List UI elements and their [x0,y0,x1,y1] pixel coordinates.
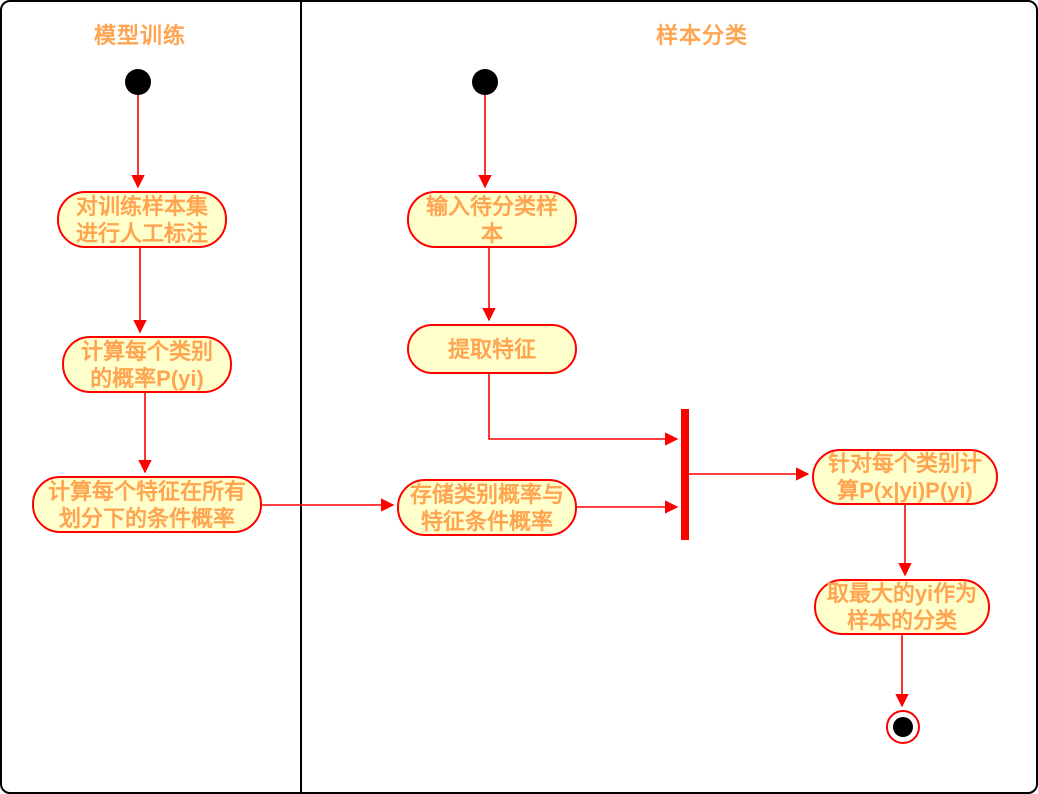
activity-annotate-training-set: 对训练样本集 进行人工标注 [57,191,227,248]
activity-extract-features: 提取特征 [407,324,577,374]
activity-store-probabilities: 存储类别概率与 特征条件概率 [397,479,577,536]
activity-pick-max-class: 取最大的yi作为 样本的分类 [814,579,990,635]
final-node [886,710,920,744]
activity-calc-conditional-probability: 计算每个特征在所有 划分下的条件概率 [32,476,262,533]
lane-title-training: 模型训练 [93,23,186,48]
lane-title-classification: 样本分类 [655,23,748,48]
join-synchronization-bar [681,409,689,540]
initial-node-training [125,69,151,95]
activity-input-sample: 输入待分类样 本 [407,191,577,248]
activity-calc-posterior: 针对每个类别计 算P(x|yi)P(yi) [812,449,998,505]
initial-node-classification [472,69,498,95]
edge-extract-to-join [488,374,679,446]
final-node-core [893,717,913,737]
activity-calc-class-probability: 计算每个类别 的概率P(yi) [62,336,232,393]
swimlane-divider [300,2,302,792]
